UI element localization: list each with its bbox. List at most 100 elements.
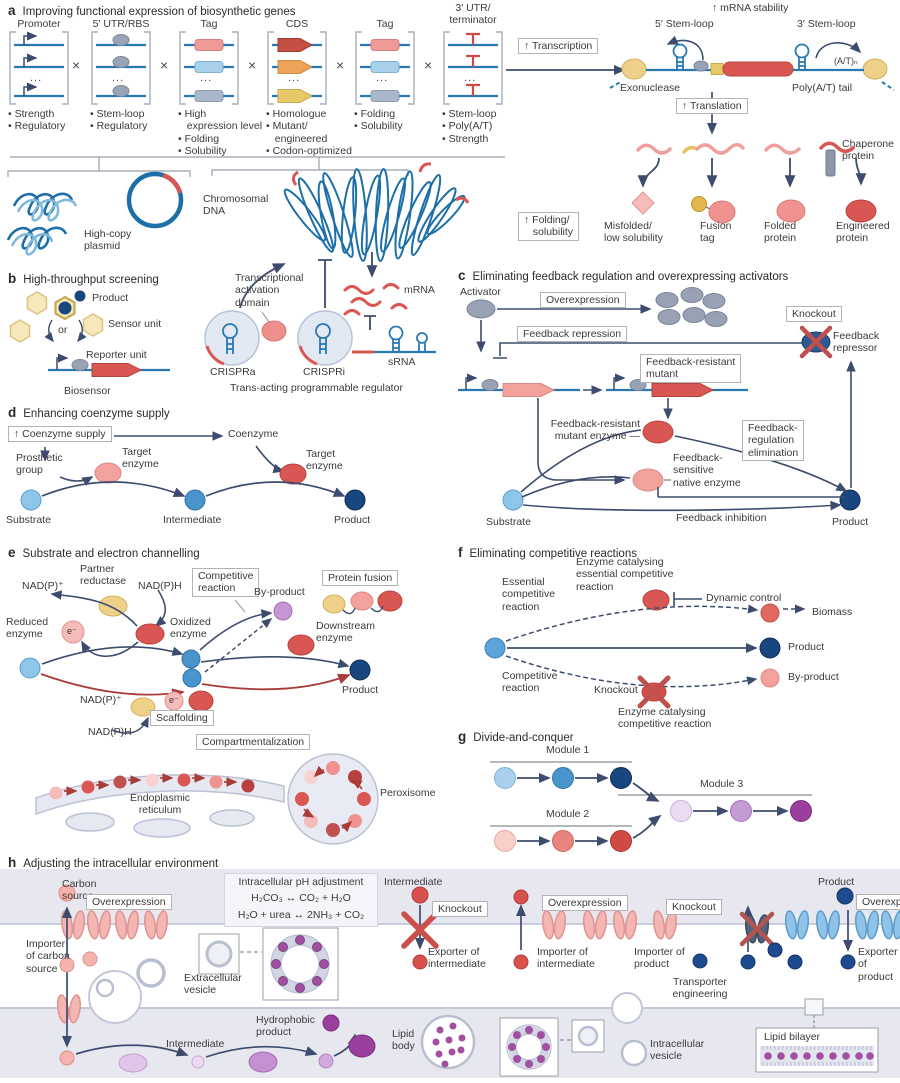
target-enzyme-icon xyxy=(94,462,122,484)
carbon-source-label: Carbon source xyxy=(62,878,97,903)
panel-c-art xyxy=(458,287,861,512)
substrate-icon xyxy=(20,489,42,511)
extracellular-vesicle-label: Extracellular vesicle xyxy=(184,972,242,997)
tad-label: Transcriptional activation domain xyxy=(235,272,304,309)
dynamic-control-label: Dynamic control xyxy=(706,592,782,604)
knockout-label: Knockout xyxy=(594,684,638,696)
byproduct-icon xyxy=(273,601,293,621)
electron-label: e⁻ xyxy=(67,626,77,636)
oxidized-enzyme-icon xyxy=(135,623,165,645)
peroxisome-art xyxy=(287,753,379,845)
overexpression-box-2: Overexpression xyxy=(542,895,628,912)
byproduct-icon xyxy=(760,668,780,688)
essential-reaction-label: Essential competitive reaction xyxy=(502,576,556,613)
nadph-label: NAD(P)H xyxy=(138,580,182,592)
product-label: Product xyxy=(818,876,855,888)
ellipsis: ... xyxy=(376,72,389,84)
downstream-enzyme-label: Downstream enzyme xyxy=(316,620,375,645)
mrna-label: mRNA xyxy=(404,284,435,296)
membrane-notch-icon xyxy=(611,992,643,1024)
folding-solubility-box: ↑ Folding/ solubility xyxy=(518,212,580,241)
nadp2-label: NAD(P)⁺ xyxy=(80,694,122,706)
feedback-repressor-label: Feedback repressor xyxy=(833,330,880,355)
byproduct-label: By-product xyxy=(788,671,839,683)
lipid-bilayer-box xyxy=(755,1027,879,1073)
product-label: Product xyxy=(788,641,825,653)
protein-fusion-icon xyxy=(322,590,403,615)
target-enzyme2-icon xyxy=(279,463,307,485)
group-label-tag2: Tag xyxy=(376,18,394,30)
mutant-enzyme-label: Feedback-resistant mutant enzyme — xyxy=(550,418,640,443)
activator-label: Activator xyxy=(460,286,501,298)
importer-carbon-label: Importer of carbon source xyxy=(26,938,70,975)
crispra-art xyxy=(204,263,287,366)
oxidized-enzyme-label: Oxidized enzyme xyxy=(170,616,211,641)
ph-title: Intracellular pH adjustment xyxy=(238,876,364,888)
exonuclease-label: Exonuclease xyxy=(620,82,681,94)
knockout-x-icon xyxy=(799,325,833,359)
overexpression-box-1: Overexpression xyxy=(86,894,172,911)
electron2-label: e⁻ xyxy=(169,695,179,705)
ellipsis: ... xyxy=(30,72,43,84)
native-gene-construct xyxy=(458,373,580,397)
high-copy-label: High-copy plasmid xyxy=(84,228,132,253)
transporter-engineering-label: Transporter engineering xyxy=(672,976,728,1001)
product-icon xyxy=(839,489,861,511)
module2-label: Module 2 xyxy=(546,808,590,820)
reduced-enzyme-label: Reduced enzyme xyxy=(6,616,49,641)
scaffolding-art xyxy=(111,690,214,734)
lipid-body-label: Lipid body xyxy=(392,1028,415,1053)
product-icon xyxy=(836,887,854,905)
intermediate-icon xyxy=(411,886,429,904)
enzyme-competitive-label: Enzyme catalysing competitive reaction xyxy=(618,706,712,731)
activator-icon xyxy=(466,299,496,319)
misfolded-label: Misfolded/ low solubility xyxy=(604,220,663,245)
chaperone-icon xyxy=(825,149,836,177)
essential-enzyme-icon xyxy=(642,589,670,611)
translation-box: ↑ Translation xyxy=(676,98,748,115)
knockout-x-icon xyxy=(637,675,671,709)
ph-adjustment-box: Intracellular pH adjustment H₂CO₃ ↔ CO₂ … xyxy=(224,873,378,927)
mutant-enzyme-icon xyxy=(642,420,674,444)
er-art xyxy=(35,773,285,838)
transcription-box: ↑ Transcription xyxy=(518,38,599,55)
panel-a-art xyxy=(6,31,895,366)
reporter-unit-label: Reporter unit xyxy=(86,349,147,361)
product-label: Product xyxy=(334,514,371,526)
engineered-label: Engineered protein xyxy=(836,220,890,245)
mutant-gene-construct xyxy=(606,373,748,397)
reduced-enzyme-icon xyxy=(61,620,85,644)
ellipsis: ... xyxy=(288,72,301,84)
engineered-protein-icon xyxy=(845,199,877,223)
biomass-label: Biomass xyxy=(812,606,853,618)
bullets-utr: • Stem-loop • Regulatory xyxy=(90,108,148,133)
crispri-art xyxy=(297,259,353,366)
ph-eq2: H₂O + urea ↔ 2NH₃ + CO₂ xyxy=(237,908,365,921)
panel-a-brackets xyxy=(7,156,505,177)
stem-loop-5-icon xyxy=(672,43,688,70)
product-label: Product xyxy=(342,684,379,696)
ellipsis: ... xyxy=(200,72,213,84)
bound-product-icon xyxy=(58,301,72,315)
panel-h-art xyxy=(0,869,900,1078)
exonuclease-icon xyxy=(621,58,647,80)
nadph2-label: NAD(P)H xyxy=(88,726,132,738)
group-label-cds: CDS xyxy=(285,18,309,30)
product-icon xyxy=(344,489,366,511)
biomass-precursor-icon xyxy=(760,603,780,623)
pathway-arrows xyxy=(520,360,856,512)
fusion-tag-label: Fusion tag xyxy=(700,220,732,245)
times-operator: × xyxy=(160,57,169,73)
bullets-terminator: • Stem-loop • Poly(A/T) • Strength xyxy=(442,108,497,145)
panel-b-art xyxy=(9,290,170,377)
trans-acting-label: Trans-acting programmable regulator xyxy=(230,382,403,394)
lipid-body-icon xyxy=(420,1014,476,1070)
folded-label: Folded protein xyxy=(764,220,797,245)
substrate-label: Substrate xyxy=(6,514,51,526)
carbon-source-icon xyxy=(58,884,76,902)
group-label-terminator: 3′ UTR/ terminator xyxy=(449,2,497,27)
intracellular-vesicle-icon xyxy=(620,1039,648,1067)
